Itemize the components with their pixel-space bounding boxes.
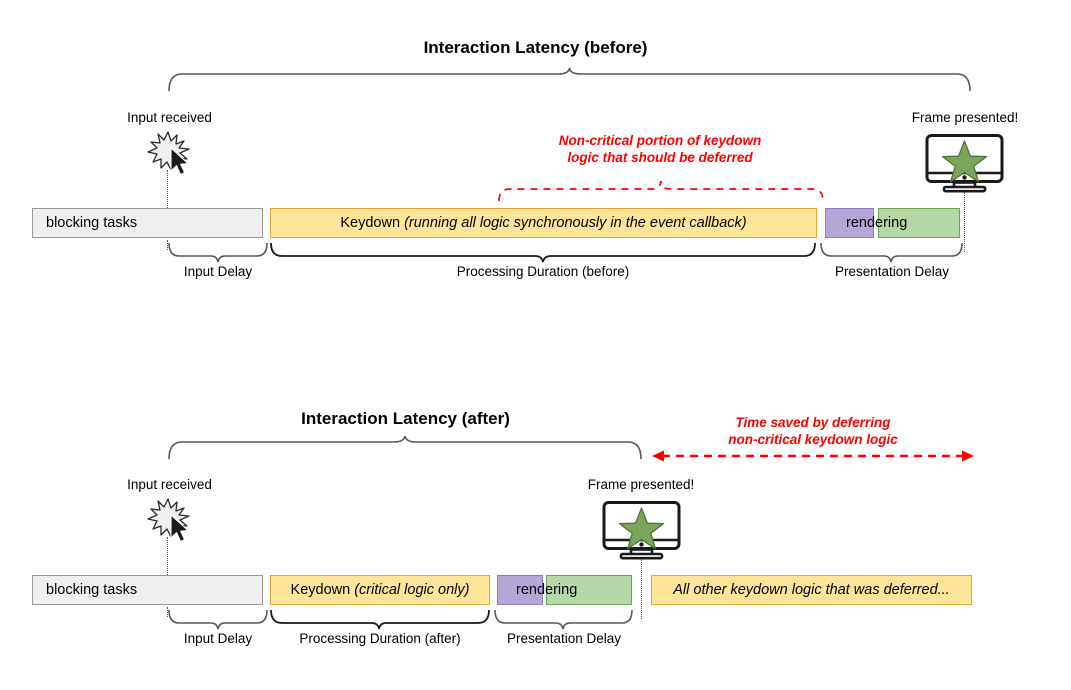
phase-bracket-processing-before bbox=[270, 242, 816, 263]
input-guide-line-lower-after bbox=[167, 607, 168, 617]
star-icon bbox=[618, 507, 665, 550]
time-saved-line1: Time saved by deferring bbox=[735, 415, 891, 430]
bar-keydown-label-after: Keydown (critical logic only) bbox=[290, 582, 470, 598]
bar-keydown-before: Keydown (running all logic synchronously… bbox=[270, 208, 817, 238]
time-saved-annotation-after: Time saved by deferring non-critical key… bbox=[653, 414, 973, 449]
bar-blocking-tasks-label-after: blocking tasks bbox=[46, 582, 138, 598]
phase-bracket-input-delay-after bbox=[168, 609, 268, 630]
interaction-latency-bracket-before bbox=[168, 67, 971, 92]
non-critical-dashed-bracket bbox=[498, 180, 824, 202]
monitor-icon bbox=[925, 134, 1004, 193]
bar-keydown-after: Keydown (critical logic only) bbox=[270, 575, 490, 605]
bar-pre-render-before bbox=[825, 208, 874, 238]
phase-bracket-processing-after bbox=[270, 609, 490, 630]
phase-label-input-delay-before: Input Delay bbox=[183, 264, 253, 279]
bar-deferred-logic-after: All other keydown logic that was deferre… bbox=[651, 575, 972, 605]
phase-bracket-presentation-after bbox=[494, 609, 633, 630]
section-title-before: Interaction Latency (before) bbox=[423, 38, 648, 57]
interaction-latency-bracket-after bbox=[168, 435, 642, 460]
time-saved-arrow-icon bbox=[652, 450, 974, 462]
bar-rendering-after bbox=[546, 575, 632, 605]
mouse-cursor-icon bbox=[170, 147, 189, 176]
bar-blocking-tasks-before: blocking tasks bbox=[32, 208, 263, 238]
bar-deferred-logic-label: All other keydown logic that was deferre… bbox=[673, 582, 950, 598]
frame-presented-label-before: Frame presented! bbox=[911, 110, 1019, 125]
input-guide-line-lower-before bbox=[167, 240, 168, 250]
deferred-annotation-before: Non-critical portion of keydown logic th… bbox=[460, 132, 860, 167]
input-received-label-after: Input received bbox=[127, 477, 212, 492]
monitor-icon bbox=[602, 501, 681, 560]
phase-label-processing-before: Processing Duration (before) bbox=[456, 264, 630, 279]
input-received-label-before: Input received bbox=[127, 110, 212, 125]
bar-blocking-tasks-after: blocking tasks bbox=[32, 575, 263, 605]
phase-label-processing-after: Processing Duration (after) bbox=[299, 631, 461, 646]
bar-rendering-before bbox=[878, 208, 960, 238]
bar-pre-render-after bbox=[497, 575, 543, 605]
phase-label-input-delay-after: Input Delay bbox=[183, 631, 253, 646]
mouse-cursor-icon bbox=[170, 514, 189, 543]
section-title-after: Interaction Latency (after) bbox=[301, 409, 510, 428]
deferred-annotation-line2: logic that should be deferred bbox=[567, 150, 753, 166]
frame-guide-line-before bbox=[964, 192, 965, 252]
star-icon bbox=[941, 140, 988, 183]
phase-label-presentation-after: Presentation Delay bbox=[506, 631, 622, 646]
time-saved-line2: non-critical keydown logic bbox=[728, 432, 898, 448]
input-guide-line-before bbox=[167, 170, 168, 208]
phase-label-presentation-before: Presentation Delay bbox=[834, 264, 950, 279]
phase-bracket-presentation-before bbox=[820, 242, 963, 263]
bar-keydown-label-before: Keydown (running all logic synchronously… bbox=[340, 215, 747, 231]
bar-blocking-tasks-label: blocking tasks bbox=[46, 215, 138, 231]
phase-bracket-input-delay-before bbox=[168, 242, 268, 263]
frame-guide-line-after bbox=[641, 559, 642, 619]
deferred-annotation-line1: Non-critical portion of keydown bbox=[558, 133, 762, 148]
frame-presented-label-after: Frame presented! bbox=[587, 477, 695, 492]
input-guide-line-after bbox=[167, 537, 168, 575]
